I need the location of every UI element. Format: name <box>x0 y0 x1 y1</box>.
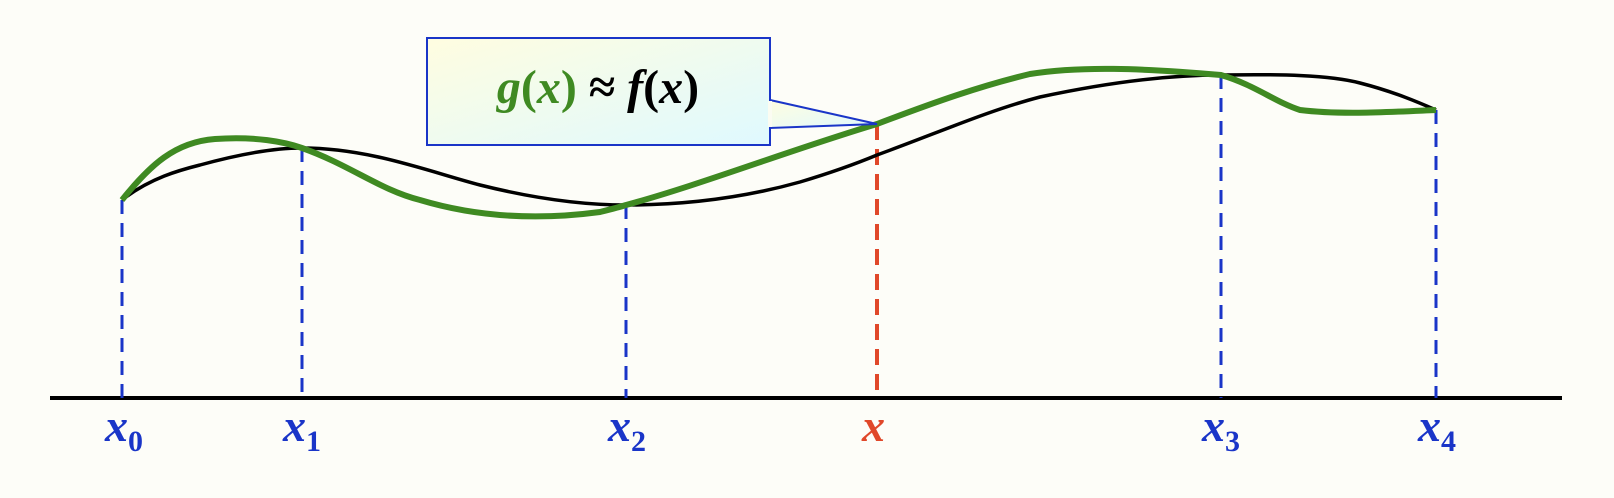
label-x3: x3 <box>1201 400 1240 458</box>
formula-g-close: ) <box>561 61 577 114</box>
label-x1: x1 <box>282 400 321 458</box>
callout-seam-mask <box>768 101 772 127</box>
label-x4: x4 <box>1417 400 1456 458</box>
formula-f-close: ) <box>683 61 699 114</box>
formula-f-open: ( <box>643 61 659 114</box>
formula-f-arg: x <box>658 61 683 114</box>
label-x0: x0 <box>104 400 143 458</box>
formula-g-arg: x <box>536 61 561 114</box>
callout-formula: g(x) ≈ f(x) <box>496 61 699 114</box>
callout-box <box>426 37 771 146</box>
formula-g-open: ( <box>521 61 537 114</box>
label-x2: x2 <box>607 400 646 458</box>
label-x: x <box>861 400 885 451</box>
g-curve <box>119 65 1437 220</box>
formula-g: g <box>496 61 521 114</box>
f-curve <box>120 72 1437 207</box>
formula-approx: ≈ <box>577 61 627 114</box>
formula-f: f <box>627 61 647 114</box>
callout-pointer <box>769 98 878 130</box>
